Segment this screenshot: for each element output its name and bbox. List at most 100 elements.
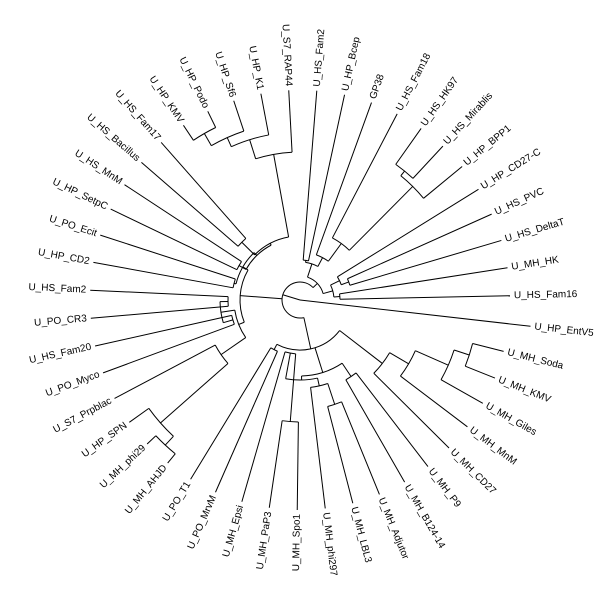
leaf-branch — [268, 420, 283, 508]
leaf-label: U_MH_Epsi — [221, 504, 246, 558]
internal-branch — [339, 330, 383, 364]
leaf-branch — [345, 379, 406, 483]
node-arc — [301, 362, 343, 377]
internal-branch — [307, 263, 313, 278]
leaf-branch — [310, 387, 326, 509]
internal-branch — [348, 186, 414, 251]
node-arc — [193, 127, 216, 141]
leaf-label: U_HS_Fam16 — [514, 289, 578, 301]
internal-branch — [341, 281, 349, 286]
leaf-branch — [90, 289, 229, 298]
node-arc — [155, 435, 176, 455]
leaf-label: U_HP_CD27-C — [479, 147, 543, 192]
leaf-label: U_HS_Fam18 — [394, 51, 433, 113]
leaf-label: U_HS_DeltaT — [504, 217, 566, 245]
node-arc — [464, 343, 474, 367]
leaf-branch — [100, 234, 236, 280]
leaf-label: U_MH_CD27 — [448, 447, 498, 497]
leaf-label: U_HP_SPN — [80, 420, 129, 460]
leaf-label: U_MH_P9 — [426, 466, 463, 510]
leaf-label: GP38 — [368, 72, 387, 100]
leaf-label: U_S7_RAP44 — [280, 24, 294, 87]
node-arc — [236, 261, 242, 270]
leaf-branch — [183, 125, 194, 141]
leaf-branch — [207, 111, 217, 128]
leaf-label: U_HP_K1 — [246, 45, 265, 91]
leaf-label: U_PO_T1 — [161, 480, 194, 524]
internal-branch — [273, 154, 290, 238]
leaf-label: U_HP_KMV — [147, 74, 186, 125]
leaf-branch — [146, 435, 157, 445]
leaf-branch — [347, 213, 492, 280]
node-arc — [345, 372, 357, 381]
internal-branch — [312, 283, 318, 288]
leaf-label: U_PO_Myco — [44, 369, 101, 399]
node-arc — [245, 244, 272, 270]
leaf-label: U_HS_HK97 — [419, 75, 461, 128]
internal-branch — [220, 337, 247, 356]
leaf-label: U_HS_PVC — [493, 186, 546, 218]
leaf-branch — [288, 90, 293, 153]
internal-branch — [203, 133, 212, 146]
leaf-label: U_PO_MrvM — [186, 494, 219, 551]
leaf-label: U_HS_Fam20 — [28, 342, 93, 367]
node-arc — [276, 330, 341, 351]
leaf-label: U_HP_Bcep — [340, 36, 363, 93]
leaf-branch — [331, 113, 398, 239]
leaf-branch — [341, 401, 380, 495]
tree-branches — [90, 90, 531, 510]
leaf-label: U_HS_Fam17 — [112, 88, 162, 143]
node-arc — [281, 281, 314, 319]
internal-branch — [241, 241, 255, 256]
leaf-label: U_MH_Giles — [484, 401, 539, 438]
leaf-label: U_HP_SetpC — [51, 177, 110, 213]
internal-branch — [282, 294, 301, 301]
internal-branch — [330, 280, 340, 286]
leaf-label: U_PO_CR3 — [34, 313, 88, 329]
internal-branch — [389, 352, 409, 365]
leaf-label: U_MH_HK — [511, 255, 560, 273]
leaf-label: U_HS_Fam2 — [312, 28, 328, 87]
leaf-branch — [241, 351, 286, 502]
leaf-branch — [93, 261, 234, 289]
internal-branch — [341, 362, 352, 377]
leaf-branch — [114, 344, 216, 399]
node-arc — [148, 408, 174, 437]
node-arc — [234, 310, 247, 338]
internal-branch — [317, 257, 324, 267]
internal-branch — [273, 344, 278, 350]
internal-branch — [226, 137, 232, 147]
leaf-label: U_HP_EntV5 — [534, 321, 595, 339]
leaf-branch — [302, 90, 318, 261]
leaf-branch — [339, 295, 510, 300]
leaf-label: U_MH_B124-14 — [402, 483, 447, 551]
internal-branch — [303, 317, 312, 349]
leaf-branch — [315, 102, 372, 256]
leaf-label: U_MH_AHJD — [123, 463, 169, 517]
internal-branch — [327, 243, 342, 262]
internal-branch — [289, 353, 297, 422]
leaf-label: U_HP_Sf6 — [212, 50, 237, 99]
leaf-branch — [233, 100, 245, 132]
leaf-branch — [400, 375, 468, 428]
leaf-branch — [307, 94, 346, 262]
internal-branch — [160, 363, 229, 424]
internal-branch — [285, 353, 291, 379]
node-arc — [270, 347, 278, 352]
leaf-branch — [395, 128, 422, 165]
leaf-label: U_S7_Prpblac — [52, 396, 114, 436]
leaf-branch — [423, 166, 463, 199]
leaf-branch — [215, 351, 278, 493]
internal-branch — [400, 170, 405, 177]
leaf-label: U_MH_phi29 — [98, 443, 148, 491]
leaf-label: U_MH_Spo1 — [291, 513, 303, 571]
leaf-branch — [472, 343, 504, 352]
leaf-label: U_MH_Soda — [506, 347, 565, 372]
leaf-label: U_MH_PaP3 — [255, 510, 274, 570]
node-arc — [307, 276, 324, 294]
leaf-branch — [260, 93, 270, 136]
node-arc — [316, 254, 329, 262]
internal-branch — [322, 290, 333, 295]
leaf-branch — [299, 299, 531, 327]
